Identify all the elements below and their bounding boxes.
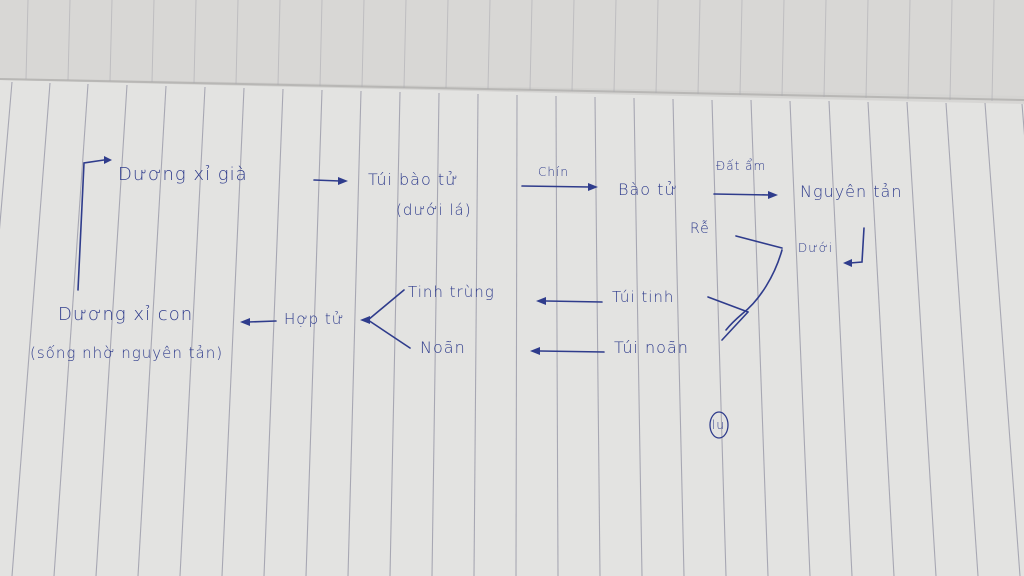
node-prothallus: Nguyên tản [800,182,903,201]
node-adult-fern: Dương xỉ già [118,164,248,185]
node-sporangium: Túi bào tử [368,170,459,189]
node-archegonium: Túi noãn [614,338,689,357]
edge-label-ripe: Chín [538,165,569,179]
node-underside: Dưới [798,241,834,255]
node-sporangium-note: (dưới lá) [396,201,472,219]
node-spore: Bào tử [618,180,678,199]
signature-text: lu [712,418,725,432]
edge-label-moist-soil: Đất ẩm [716,159,767,173]
diagram-connectors [77,156,865,355]
node-egg: Noãn [420,338,466,357]
node-sperm: Tinh trùng [408,283,495,301]
node-antheridium: Túi tinh [612,288,675,306]
signature-mark [709,411,729,439]
node-young-fern-note: (sống nhờ nguyên tản) [30,344,224,362]
node-zygote: Hợp tử [284,310,345,328]
node-young-fern: Dương xỉ con [58,304,194,325]
node-root: Rễ [690,221,710,237]
